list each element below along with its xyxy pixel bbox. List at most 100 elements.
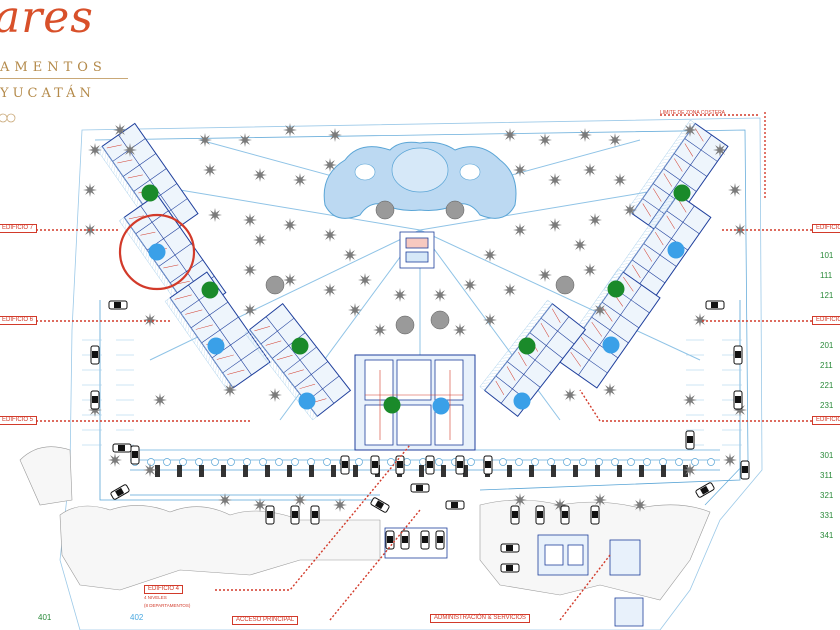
lamp-icon — [387, 458, 395, 466]
tag-acceso-principal-label: ACCESO PRINCIPAL — [232, 616, 299, 625]
tag-edificio-4-units: (8 DEPARTAMENTOS) — [144, 603, 191, 608]
lamp-icon — [147, 458, 155, 466]
bollard-icon — [177, 465, 182, 477]
tag-right-edificio-3-label: EDIFICIO — [812, 416, 840, 425]
tree-icon — [143, 313, 157, 327]
tree-icon — [588, 213, 602, 227]
bollard-icon — [265, 465, 270, 477]
round-tree-icon — [375, 200, 395, 220]
tag-right-edificio-2-label: EDIFICIO — [812, 316, 840, 325]
tree-icon — [683, 463, 697, 477]
car-icon — [425, 455, 435, 475]
bollard-icon — [551, 465, 556, 477]
car-icon — [590, 505, 600, 525]
blue-marker-icon — [667, 241, 685, 259]
car-icon — [500, 543, 520, 553]
lamp-icon — [355, 458, 363, 466]
tree-icon — [583, 263, 597, 277]
lamp-icon — [195, 458, 203, 466]
blue-marker-icon — [148, 243, 166, 261]
round-tree-icon — [395, 315, 415, 335]
blue-marker-icon — [432, 397, 450, 415]
tree-icon — [683, 393, 697, 407]
tag-edificio-5: EDIFICIO 5 — [0, 416, 38, 425]
blue-marker-icon — [207, 337, 225, 355]
central-kiosk — [399, 231, 435, 269]
car-icon — [455, 455, 465, 475]
car-icon — [733, 390, 743, 410]
tree-icon — [223, 383, 237, 397]
tree-icon — [623, 203, 637, 217]
tag-edificio-5-label: EDIFICIO 5 — [0, 416, 38, 425]
tree-icon — [293, 173, 307, 187]
vegetation-edge — [19, 446, 711, 601]
car-icon — [685, 430, 695, 450]
tree-icon — [153, 393, 167, 407]
tree-icon — [683, 123, 697, 137]
tree-icon — [728, 183, 742, 197]
tree-icon — [593, 493, 607, 507]
pool — [323, 141, 517, 219]
coastal-limit-note: LIMITE DE ZONA COSTERA — [660, 110, 726, 116]
tree-icon — [253, 498, 267, 512]
bollard-icon — [287, 465, 292, 477]
lamp-icon — [179, 458, 187, 466]
lamp-icon — [243, 458, 251, 466]
tree-icon — [538, 133, 552, 147]
unit-341: 341 — [820, 531, 834, 540]
brand-ornament-icon — [0, 113, 16, 123]
tree-icon — [548, 218, 562, 232]
lamp-icon — [595, 458, 603, 466]
tag-right-edificio-3: EDIFICIO — [812, 416, 840, 425]
round-tree-icon — [265, 275, 285, 295]
lamp-icon — [643, 458, 651, 466]
lamp-icon — [275, 458, 283, 466]
car-icon — [90, 390, 100, 410]
unit-231: 231 — [820, 401, 834, 410]
tag-right-edificio-1: EDIFICIO — [812, 224, 840, 233]
green-marker-icon — [607, 280, 625, 298]
brand-logo-text: ares — [0, 0, 94, 43]
tag-administracion-label: ADMINISTRACIÓN & SERVICIOS — [430, 614, 530, 623]
car-icon — [445, 500, 465, 510]
tree-icon — [218, 493, 232, 507]
bollard-icon — [683, 465, 688, 477]
tree-icon — [613, 173, 627, 187]
unit-402: 402 — [130, 613, 144, 622]
lamp-icon — [499, 458, 507, 466]
car-icon — [385, 530, 395, 550]
tree-icon — [208, 208, 222, 222]
bollard-icon — [243, 465, 248, 477]
bollard-icon — [155, 465, 160, 477]
tree-icon — [323, 158, 337, 172]
brand-divider — [0, 78, 128, 79]
car-icon — [130, 445, 140, 465]
tree-icon — [198, 133, 212, 147]
tree-icon — [548, 173, 562, 187]
car-icon — [500, 563, 520, 573]
bollard-icon — [441, 465, 446, 477]
green-marker-icon — [673, 184, 691, 202]
tag-edificio-6-label: EDIFICIO 6 — [0, 316, 38, 325]
tree-icon — [463, 278, 477, 292]
tree-icon — [608, 133, 622, 147]
car-icon — [395, 455, 405, 475]
tree-icon — [453, 323, 467, 337]
round-tree-icon — [555, 275, 575, 295]
tree-icon — [693, 313, 707, 327]
bollard-icon — [639, 465, 644, 477]
parked-cars — [90, 300, 750, 573]
bollard-icon — [199, 465, 204, 477]
lamp-icon — [531, 458, 539, 466]
unit-401: 401 — [38, 613, 52, 622]
site-boundary — [59, 117, 763, 630]
round-tree-icon — [445, 200, 465, 220]
highlight-circle — [118, 213, 196, 291]
tree-icon — [283, 123, 297, 137]
car-icon — [705, 300, 725, 310]
brand-location: YUCATÁN — [0, 86, 95, 101]
tag-edificio-7-label: EDIFICIO 7 — [0, 224, 38, 233]
bollard-icon — [331, 465, 336, 477]
car-icon — [435, 530, 445, 550]
